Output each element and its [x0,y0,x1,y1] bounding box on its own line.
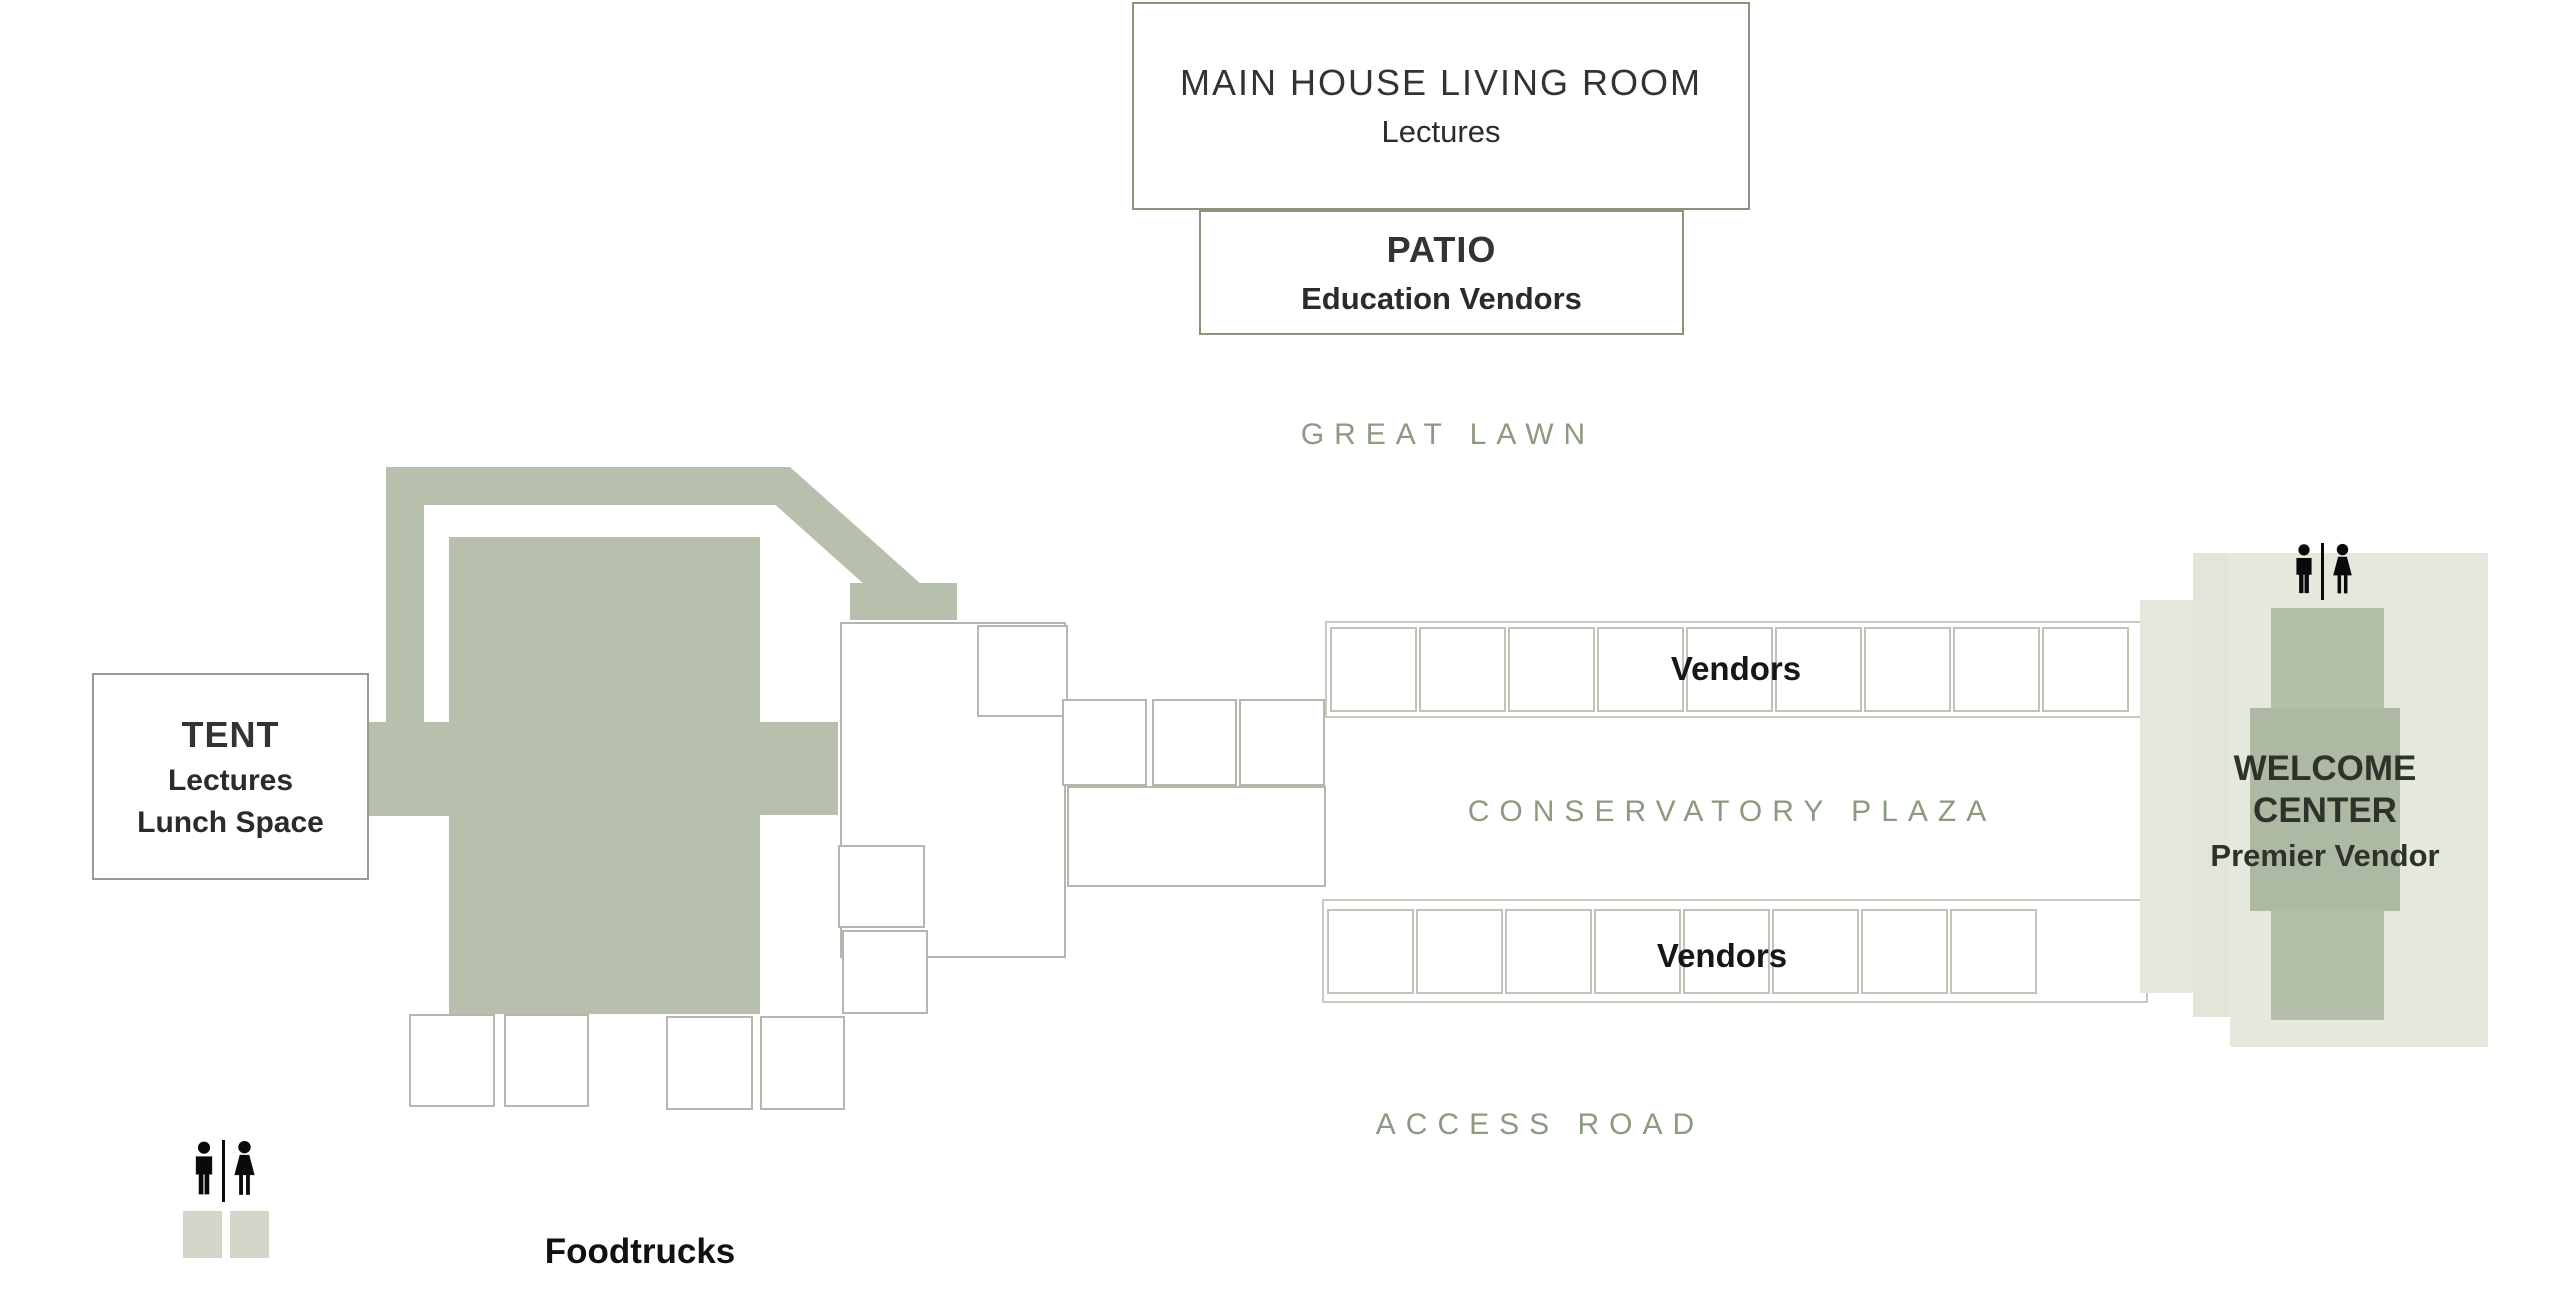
welcome-center-label: WELCOME CENTER Premier Vendor [2190,748,2460,874]
vendor-stall [1950,908,2037,994]
vendor-stall [2042,627,2129,712]
main-house-title: MAIN HOUSE LIVING ROOM [1179,62,1703,103]
restroom-structure [230,1211,269,1258]
restroom-structure [183,1211,222,1258]
structure-outline [838,845,925,928]
vendor-stall [1594,908,1681,994]
structure-outline [1062,699,1147,786]
building-annex-outline [977,625,1068,717]
patio-title: PATIO [1386,228,1497,270]
tent-box: TENT Lectures Lunch Space [92,673,369,880]
vendor-stall [1686,627,1773,712]
welcome-center-building [2271,608,2384,709]
structure-outline-wide [1067,786,1326,887]
vendor-stall [1953,627,2040,712]
tent-line2: Lectures [167,763,294,797]
restroom-men-women-icon [2291,543,2357,600]
vendor-row-top [1325,621,2148,718]
vendor-stall [1772,908,1859,994]
welcome-center-line1: WELCOME [2233,749,2417,788]
vendors-bottom-label: Vendors [1656,937,1788,974]
woman-icon [2333,543,2352,594]
restroom-divider [2321,543,2324,600]
welcome-center-line2: CENTER [2253,791,2397,830]
vendor-stall [1864,627,1951,712]
tent-structure-arm [760,722,838,815]
structure-outline [1239,699,1325,786]
structure-outline [504,1014,589,1107]
vendor-stall [1683,908,1770,994]
structure-outline [1152,699,1237,786]
structure-outline [409,1014,495,1107]
access-road-label: ACCESS ROAD [1375,1108,1705,1141]
great-lawn-label: GREAT LAWN [1300,418,1596,451]
vendor-row-bottom [1322,899,2148,1003]
tent-connector [368,722,451,816]
woman-icon [234,1140,255,1195]
path-left-vertical [386,467,424,762]
welcome-center-subtitle: Premier Vendor [2210,838,2440,873]
main-house-living-room-box: MAIN HOUSE LIVING ROOM Lectures [1132,2,1750,210]
structure-outline [760,1016,845,1110]
structure-outline [842,930,928,1014]
vendor-stall [1597,627,1684,712]
vendor-stall [1775,627,1862,712]
restroom-men-women-icon [190,1140,260,1202]
vendor-stall [1327,908,1414,994]
restroom-divider [222,1140,225,1202]
vendors-top-label: Vendors [1670,650,1802,687]
foodtrucks-label: Foodtrucks [544,1232,736,1271]
path-top-bar [386,467,790,505]
vendor-stall [1861,908,1948,994]
conservatory-plaza-label: CONSERVATORY PLAZA [1467,795,1997,828]
vendor-stall [1508,627,1595,712]
tent-title: TENT [181,713,280,755]
path-landing-square [850,583,957,620]
welcome-center-building [2250,708,2400,911]
main-house-subtitle: Lectures [1381,114,1501,149]
tent-line3: Lunch Space [137,805,324,839]
man-icon [195,1141,213,1195]
vendor-stall [1505,908,1592,994]
vendor-stall [1330,627,1417,712]
patio-subtitle: Education Vendors [1301,280,1582,316]
welcome-center-building [2271,911,2384,1020]
patio-box: PATIO Education Vendors [1199,210,1684,335]
structure-outline [666,1016,753,1110]
welcome-center-panel [2140,600,2193,993]
tent-structure-footprint [449,537,760,1014]
man-icon [2296,544,2312,594]
vendor-stall [1416,908,1503,994]
vendor-stall [1419,627,1506,712]
